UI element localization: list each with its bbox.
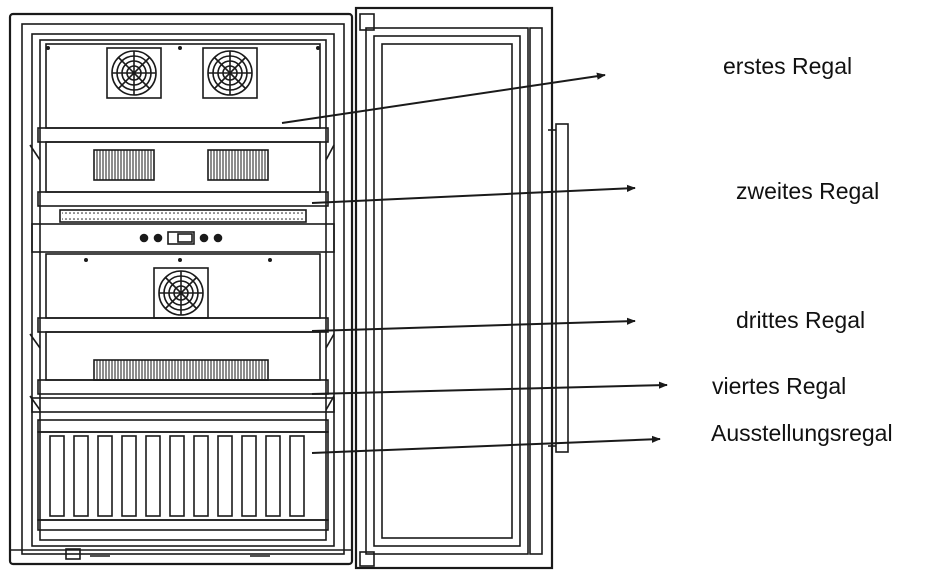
rear-fan-panel [45, 43, 321, 129]
lower-fan-panel [45, 253, 321, 319]
pointer-arrows [281, 72, 668, 454]
shelf-2 [37, 191, 329, 223]
fan-icon [202, 47, 258, 99]
label-shelf-3: drittes Regal [736, 307, 866, 333]
cabinet-body [8, 12, 354, 566]
label-shelf-2: zweites Regal [736, 178, 880, 204]
bottle-rack-slots [49, 435, 305, 517]
display-shelf [37, 419, 329, 531]
arrow-icon [311, 317, 636, 332]
lower-vent-panel [45, 331, 321, 381]
arrow-icon [311, 184, 636, 204]
label-shelf-1: erstes Regal [723, 53, 853, 79]
shelf-4 [29, 379, 335, 413]
label-display-shelf: Ausstellungsregal [711, 420, 893, 446]
fan-icon [153, 267, 209, 319]
fan-icon [106, 47, 162, 99]
control-panel-icon [31, 223, 335, 253]
glass-door [354, 6, 569, 570]
label-shelf-4: viertes Regal [712, 373, 847, 399]
shelf-1 [29, 127, 335, 161]
arrow-icon [281, 72, 606, 124]
arrow-icon [311, 381, 668, 395]
shelf-3 [29, 317, 335, 349]
upper-vent-panel [45, 141, 321, 193]
arrow-icon [311, 435, 661, 454]
